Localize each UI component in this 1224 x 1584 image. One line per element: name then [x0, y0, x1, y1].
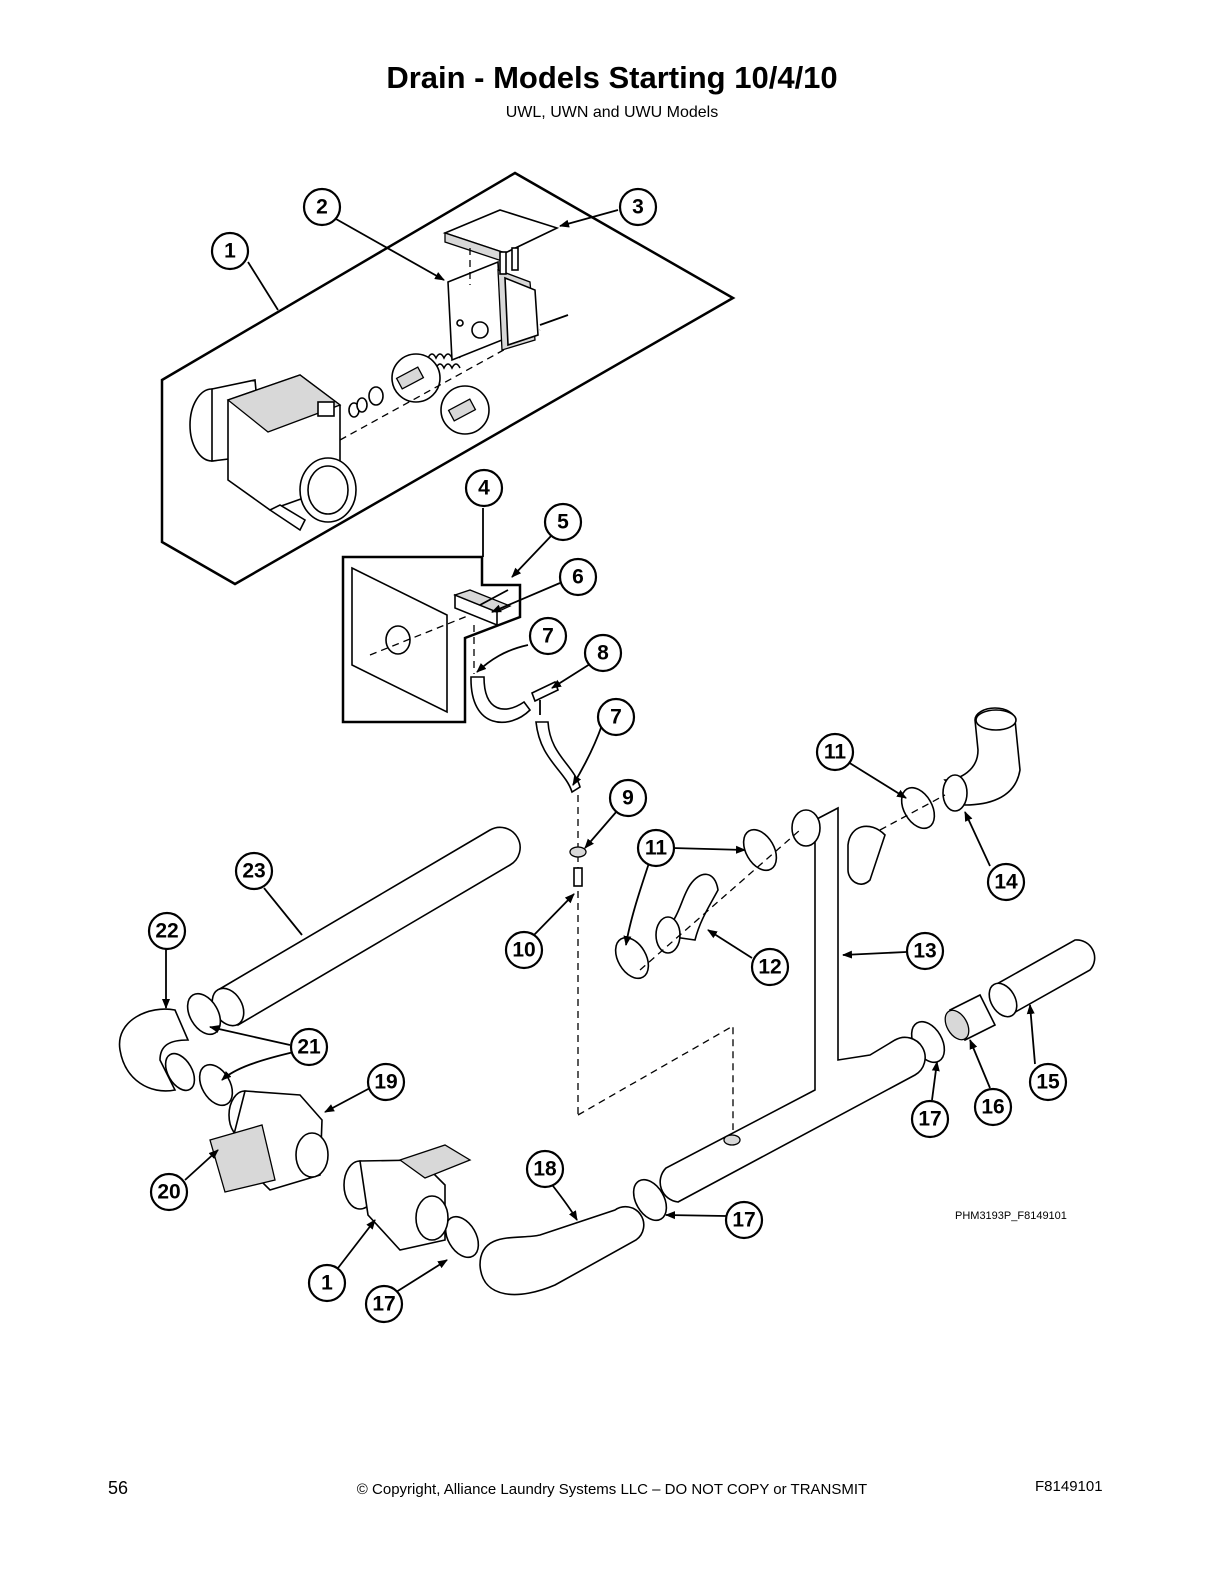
callout-7b: 7	[596, 697, 636, 737]
hose-lower	[535, 721, 581, 794]
callout-4: 4	[464, 468, 504, 508]
svg-text:22: 22	[155, 920, 178, 943]
callout-18: 18	[525, 1149, 565, 1189]
callout-20: 20	[149, 1172, 189, 1212]
svg-text:1: 1	[321, 1272, 333, 1295]
svg-text:18: 18	[533, 1158, 557, 1181]
callout-3: 3	[618, 187, 658, 227]
pump-1-lower	[343, 1144, 472, 1251]
mounting-plate	[351, 566, 512, 714]
svg-text:7: 7	[610, 706, 622, 729]
svg-text:4: 4	[478, 477, 490, 500]
callout-16: 16	[973, 1087, 1013, 1127]
callout-22: 22	[147, 911, 187, 951]
pump-switch	[442, 209, 560, 285]
svg-text:16: 16	[981, 1096, 1004, 1119]
svg-text:11: 11	[824, 741, 847, 764]
callout-11a: 11	[815, 732, 855, 772]
grommet-9	[569, 846, 587, 887]
callout-1: 1	[210, 231, 250, 271]
svg-text:17: 17	[732, 1209, 755, 1232]
svg-text:2: 2	[316, 196, 328, 219]
callout-7a: 7	[528, 616, 568, 656]
svg-text:1: 1	[224, 240, 236, 263]
callout-6: 6	[558, 557, 598, 597]
document-code: F8149101	[1035, 1478, 1103, 1495]
callout-8: 8	[583, 633, 623, 673]
page-number: 56	[108, 1478, 129, 1498]
callout-2: 2	[302, 187, 342, 227]
svg-text:13: 13	[913, 940, 936, 963]
coupling-12	[655, 873, 719, 954]
assembly-box-1	[160, 171, 736, 586]
hose-15	[988, 939, 1096, 1018]
svg-text:11: 11	[645, 837, 668, 860]
leader-lines	[162, 209, 1036, 1295]
callout-1b: 1	[307, 1263, 347, 1303]
callout-17a: 17	[910, 1099, 950, 1139]
callout-11b: 11	[636, 828, 676, 868]
callout-23: 23	[234, 851, 274, 891]
elbow-hose-18	[479, 1205, 645, 1296]
callout-21: 21	[289, 1027, 329, 1067]
copyright-notice: © Copyright, Alliance Laundry Systems LL…	[356, 1481, 868, 1498]
assembly-box-4	[341, 555, 522, 724]
callout-17c: 17	[364, 1284, 404, 1324]
svg-text:23: 23	[242, 860, 265, 883]
callouts: 1 2 3 4 5 6 7 8 7 9 11 23 10 11 12 14 13…	[147, 187, 1068, 1324]
page-subtitle: UWL, UWN and UWU Models	[505, 104, 719, 121]
svg-text:19: 19	[374, 1071, 397, 1094]
svg-text:9: 9	[622, 787, 634, 810]
pump-19	[209, 1090, 329, 1193]
svg-text:12: 12	[758, 956, 781, 979]
callout-19: 19	[366, 1062, 406, 1102]
callout-5: 5	[543, 502, 583, 542]
svg-text:3: 3	[632, 196, 644, 219]
callout-12: 12	[750, 947, 790, 987]
callout-15: 15	[1028, 1062, 1068, 1102]
washers-and-spring	[348, 353, 490, 435]
callout-14: 14	[986, 862, 1026, 902]
hose-upper	[470, 676, 560, 723]
svg-text:10: 10	[512, 939, 535, 962]
callout-13: 13	[905, 931, 945, 971]
drain-pump-body	[189, 374, 357, 532]
drawing-code: PHM3193P_F8149101	[955, 1210, 1067, 1222]
svg-text:8: 8	[597, 642, 609, 665]
svg-text:15: 15	[1036, 1071, 1060, 1094]
svg-text:7: 7	[542, 625, 554, 648]
callout-9: 9	[608, 778, 648, 818]
svg-text:14: 14	[994, 871, 1018, 894]
svg-text:17: 17	[918, 1108, 941, 1131]
callout-17b: 17	[724, 1200, 764, 1240]
svg-text:20: 20	[157, 1181, 180, 1204]
elbow-14	[942, 707, 1021, 812]
svg-text:5: 5	[557, 511, 569, 534]
coupling-16	[944, 993, 997, 1042]
svg-text:17: 17	[372, 1293, 395, 1316]
page-title: Drain - Models Starting 10/4/10	[386, 60, 838, 95]
drain-pump-motor	[447, 260, 569, 362]
callout-10: 10	[504, 930, 544, 970]
tee-13	[659, 806, 926, 1203]
svg-text:6: 6	[572, 566, 584, 589]
svg-text:21: 21	[297, 1036, 321, 1059]
elbow-22	[118, 1008, 196, 1092]
